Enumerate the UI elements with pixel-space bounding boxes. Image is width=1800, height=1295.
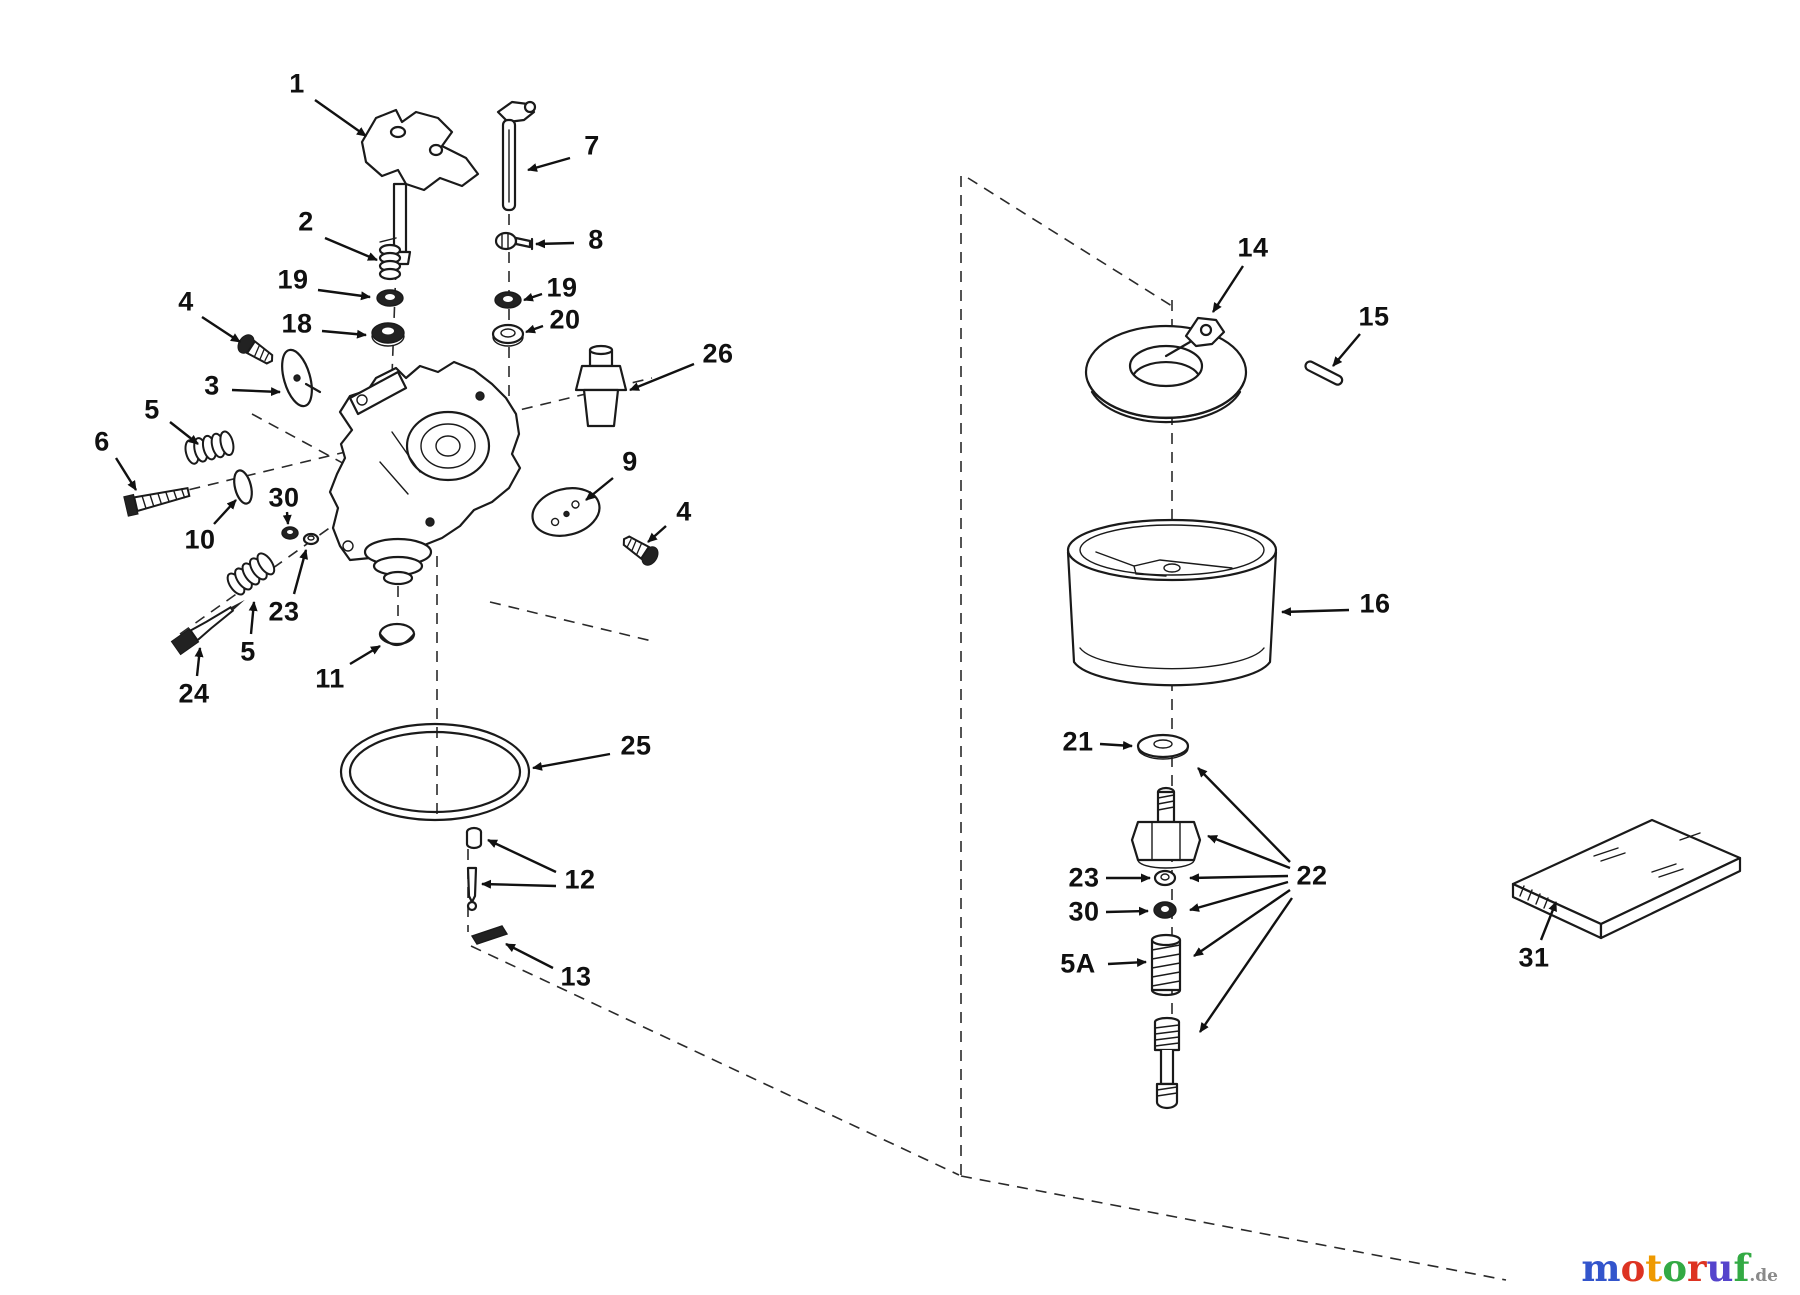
bowl-nut-22 bbox=[1130, 786, 1202, 869]
clip-13 bbox=[470, 925, 509, 945]
cover-plate-9 bbox=[531, 487, 601, 537]
fitting-26 bbox=[574, 344, 628, 428]
center-lines bbox=[133, 211, 1173, 1026]
leader-arrow-10 bbox=[213, 499, 237, 525]
leader-arrow-22 bbox=[1197, 767, 1291, 863]
washer-19-left bbox=[376, 289, 404, 307]
washer-19-right bbox=[494, 291, 522, 309]
leader-arrow-19 bbox=[317, 288, 371, 301]
brand-letter: o bbox=[1662, 1246, 1688, 1290]
leader-arrow-24 bbox=[194, 647, 204, 677]
leader-arrow-16 bbox=[1281, 607, 1350, 617]
leader-arrow-8 bbox=[535, 239, 575, 249]
nozzle-5a bbox=[1150, 933, 1182, 997]
leader-arrow-15 bbox=[1332, 333, 1361, 367]
brand-letter: r bbox=[1687, 1246, 1707, 1290]
washer-23-left bbox=[302, 532, 320, 546]
hinge-pin-15 bbox=[1304, 360, 1344, 386]
screw-6 bbox=[123, 487, 191, 517]
cup-11 bbox=[378, 622, 416, 647]
washer-23-right bbox=[1153, 869, 1177, 887]
watermark-suffix: .de bbox=[1749, 1266, 1778, 1286]
leader-arrow-22 bbox=[1193, 889, 1291, 957]
leader-arrow-5A bbox=[1107, 957, 1147, 967]
seal-20 bbox=[491, 323, 525, 347]
washer-21 bbox=[1136, 733, 1190, 760]
carburetor-body bbox=[328, 360, 522, 586]
leader-arrow-22 bbox=[1207, 834, 1291, 870]
needle-24 bbox=[170, 599, 245, 656]
leader-arrow-30 bbox=[1105, 906, 1149, 916]
leader-arrow-12 bbox=[487, 838, 557, 874]
leader-arrow-4 bbox=[647, 525, 667, 543]
leader-arrows-layer bbox=[114, 99, 1558, 1033]
disc-3 bbox=[281, 348, 313, 408]
throttle-shaft-7 bbox=[496, 100, 537, 212]
leader-arrow-21 bbox=[1099, 740, 1133, 750]
diaphragm-10 bbox=[233, 469, 253, 505]
leader-arrow-6 bbox=[114, 457, 138, 491]
screw-4-left bbox=[233, 330, 279, 371]
spring-5-lower bbox=[223, 549, 279, 599]
leader-arrow-12 bbox=[481, 879, 557, 889]
air-filter-31 bbox=[1511, 818, 1742, 940]
leader-arrow-31 bbox=[1539, 901, 1558, 941]
washer-30-right bbox=[1153, 901, 1177, 919]
leader-arrow-5 bbox=[248, 601, 258, 635]
watermark-logo[interactable]: motoruf.de bbox=[1581, 1250, 1778, 1287]
brand-letter: t bbox=[1645, 1246, 1663, 1290]
disc-3-stem bbox=[304, 382, 322, 394]
leader-arrow-2 bbox=[324, 236, 378, 262]
brand-letter: f bbox=[1733, 1246, 1750, 1290]
oring-25 bbox=[339, 722, 531, 822]
brand-letter: m bbox=[1581, 1246, 1621, 1290]
leader-arrow-1 bbox=[314, 99, 367, 137]
leader-arrow-22 bbox=[1199, 897, 1293, 1033]
plug-8 bbox=[494, 231, 534, 251]
bowl-bolt bbox=[1153, 1016, 1181, 1110]
leader-arrow-26 bbox=[629, 362, 695, 392]
washer-30-left bbox=[281, 526, 299, 540]
brand-letter: o bbox=[1620, 1246, 1646, 1290]
bushing-18 bbox=[371, 322, 405, 347]
brand-letter: u bbox=[1706, 1246, 1734, 1290]
float-bowl-16 bbox=[1066, 518, 1278, 687]
spring-5-upper bbox=[182, 429, 237, 467]
assembly-boundary-lines bbox=[470, 176, 1507, 1281]
leader-arrow-22 bbox=[1189, 880, 1289, 912]
leader-arrow-13 bbox=[505, 942, 554, 970]
inlet-needle-seat-12 bbox=[465, 826, 483, 912]
bracket-1 bbox=[360, 108, 480, 266]
leader-arrow-25 bbox=[532, 752, 611, 771]
leader-arrow-19 bbox=[523, 292, 543, 302]
float-14 bbox=[1084, 316, 1248, 424]
leader-arrow-7 bbox=[527, 156, 571, 172]
leader-arrow-22 bbox=[1189, 873, 1289, 883]
leader-arrow-9 bbox=[585, 477, 614, 501]
leader-arrow-14 bbox=[1211, 265, 1245, 313]
spring-2 bbox=[378, 237, 402, 281]
leader-arrow-20 bbox=[525, 324, 544, 334]
leader-arrow-30 bbox=[282, 511, 292, 525]
leader-arrow-3 bbox=[231, 387, 281, 397]
leader-arrow-18 bbox=[321, 329, 367, 339]
leader-arrow-23 bbox=[292, 549, 308, 595]
leader-arrow-11 bbox=[349, 644, 381, 666]
leader-arrow-4 bbox=[201, 315, 241, 344]
brand-name: motoruf bbox=[1581, 1246, 1749, 1290]
leader-arrow-5 bbox=[169, 421, 199, 445]
